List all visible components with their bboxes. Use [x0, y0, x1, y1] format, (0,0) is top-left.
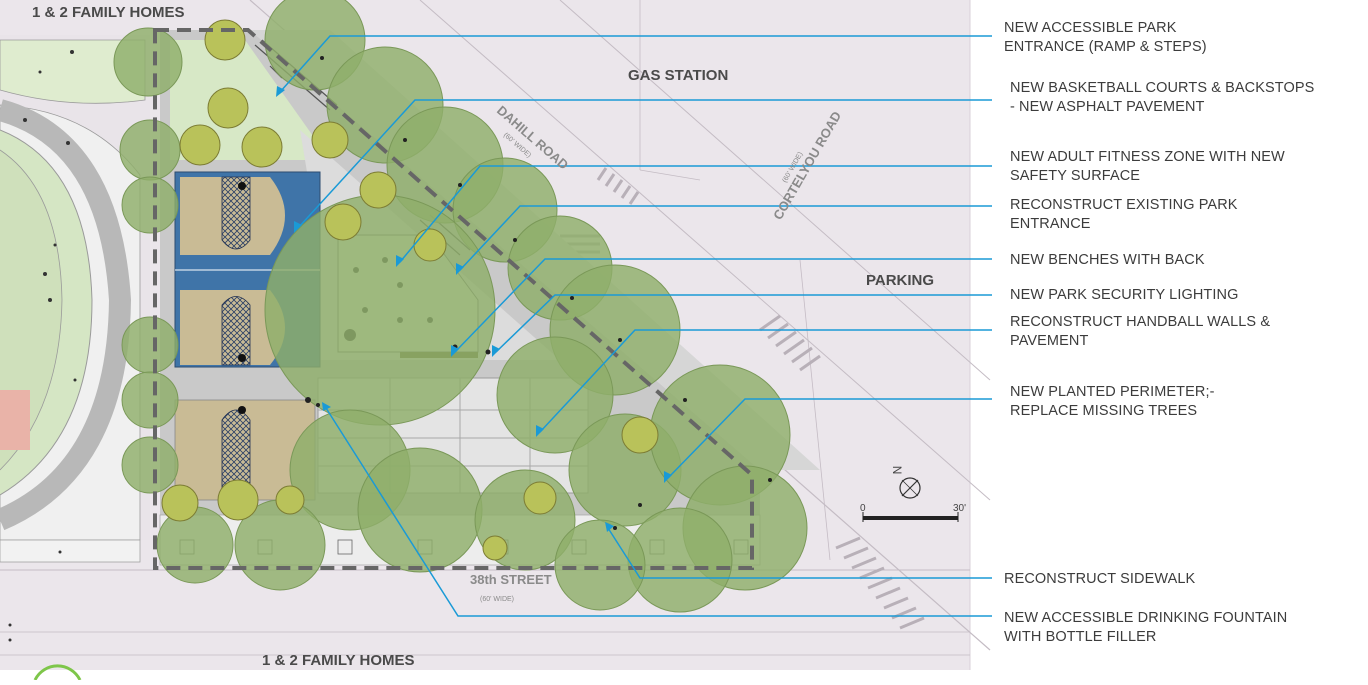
label-homes-top: 1 & 2 FAMILY HOMES	[30, 4, 187, 21]
callout-basketball-courts: NEW BASKETBALL COURTS & BACKSTOPS - NEW …	[1010, 80, 1315, 115]
leader-6	[495, 294, 992, 353]
leader-2	[297, 99, 992, 229]
label-homes-bottom: 1 & 2 FAMILY HOMES	[262, 652, 415, 669]
small-trees	[161, 19, 659, 561]
label-38th-street: 38th STREET	[470, 572, 552, 587]
corner-circle-fragment	[33, 664, 82, 681]
leader-4	[459, 205, 992, 271]
scale-end: 30'	[953, 503, 967, 514]
callout-arrowheads	[276, 86, 672, 532]
leader-8	[667, 398, 992, 479]
callout-existing-entrance: RECONSTRUCT EXISTING PARK ENTRANCE	[1010, 197, 1238, 232]
site-details	[305, 56, 772, 530]
north-arrow	[899, 477, 921, 499]
map-bottom-strip	[0, 670, 970, 680]
leader-1	[279, 35, 992, 93]
callout-handball: RECONSTRUCT HANDBALL WALLS & PAVEMENT	[1010, 314, 1271, 349]
callout-benches: NEW BENCHES WITH BACK	[1010, 252, 1205, 268]
neighbor-park-west	[0, 35, 150, 642]
callout-planted-perimeter: NEW PLANTED PERIMETER;- REPLACE MISSING …	[1010, 384, 1215, 419]
callout-security-lighting: NEW PARK SECURITY LIGHTING	[1010, 287, 1239, 303]
scale-start: 0	[860, 503, 866, 514]
leader-3	[399, 165, 992, 263]
callout-accessible-entrance: NEW ACCESSIBLE PARK ENTRANCE (RAMP & STE…	[1004, 20, 1207, 55]
park-boundary	[153, 28, 754, 570]
leader-5	[454, 258, 992, 353]
leader-7	[539, 329, 992, 433]
callout-drinking-fountain: NEW ACCESSIBLE DRINKING FOUNTAIN WITH BO…	[1004, 610, 1288, 645]
label-parking: PARKING	[866, 272, 935, 289]
leader-9	[607, 527, 992, 579]
north-label: N	[890, 465, 905, 475]
leader-10	[325, 407, 992, 617]
label-gas-station: GAS STATION	[628, 67, 729, 84]
scale-bar	[862, 512, 959, 522]
callout-fitness-zone: NEW ADULT FITNESS ZONE WITH NEW SAFETY S…	[1010, 149, 1285, 184]
label-38th-width: (60' WIDE)	[480, 596, 515, 603]
callout-sidewalk: RECONSTRUCT SIDEWALK	[1004, 571, 1196, 587]
callout-leaders	[279, 35, 992, 617]
